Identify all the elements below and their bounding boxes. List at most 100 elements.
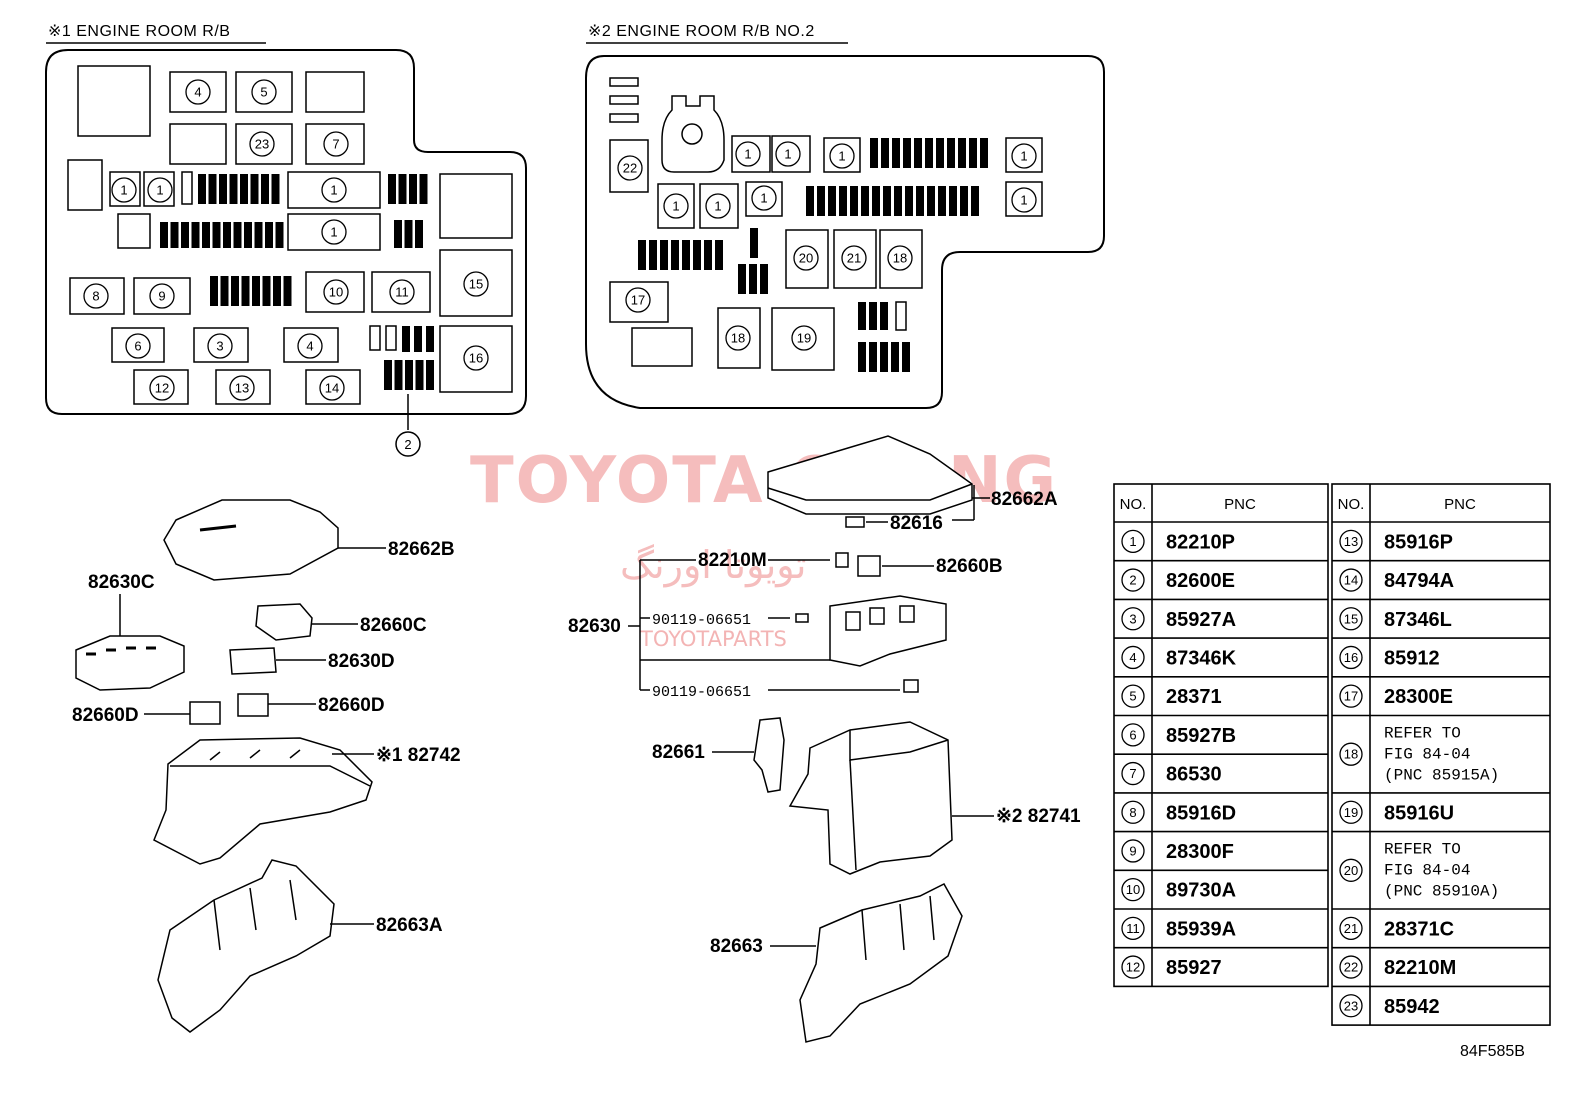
svg-text:1: 1: [330, 183, 337, 198]
relay-slot: [133, 277, 191, 315]
svg-text:23: 23: [255, 137, 269, 152]
callout-4: 4: [297, 333, 323, 359]
row-pnc: 85927A: [1166, 609, 1236, 631]
fuse-blade: [869, 342, 877, 372]
row-pnc: 28371: [1166, 686, 1222, 708]
relay-slot: [745, 181, 783, 217]
fuse-blade: [638, 240, 646, 270]
relay-slot: [657, 183, 695, 229]
fuse-blade: [958, 138, 966, 168]
label-82663A: 82663A: [376, 915, 443, 936]
callout-18: 18: [725, 325, 751, 351]
callout-1: 1: [111, 177, 137, 203]
fuse-blade: [191, 222, 200, 248]
row-pnc: 85916P: [1384, 531, 1453, 553]
fuse-blade: [261, 174, 269, 204]
fuse-blade: [384, 360, 392, 390]
fuse-blade: [969, 138, 977, 168]
table-row: 13 85916P: [1339, 529, 1453, 553]
fuse-blade: [252, 276, 260, 306]
fuse-blade: [936, 138, 944, 168]
svg-text:7: 7: [332, 137, 339, 152]
row-pnc: 82600E: [1166, 570, 1235, 592]
fuse-blade: [394, 360, 403, 390]
part-82741-housing: [788, 721, 953, 875]
fuse-blade: [244, 222, 252, 248]
relay-slot: [631, 327, 693, 367]
relay-slot: [609, 95, 639, 105]
fuse-blade: [275, 222, 284, 248]
row-no: 1: [1129, 534, 1136, 549]
relay-slot: [699, 183, 739, 229]
callout-1: 1: [1011, 187, 1037, 213]
fuse-blade: [231, 276, 239, 306]
callout-2-circle: [395, 431, 421, 457]
row-no: 6: [1129, 727, 1136, 742]
label-82742: ※1 82742: [376, 745, 461, 766]
cover-82662B: [163, 499, 339, 581]
part-82660D-left: [189, 701, 221, 725]
part-82660D-right: [237, 693, 269, 717]
svg-text:1: 1: [744, 147, 751, 162]
row-pnc: 85916U: [1384, 802, 1454, 824]
relay-slot: [287, 213, 381, 251]
row-no: 21: [1344, 921, 1358, 936]
fuse-blade: [388, 174, 396, 204]
relay-slot: [609, 281, 669, 323]
label-82661: 82661: [652, 742, 705, 763]
fuse-blade: [869, 302, 877, 330]
fuse-blade: [402, 326, 410, 352]
callout-2-label: 2: [404, 437, 411, 452]
row-pnc: 87346K: [1166, 647, 1237, 669]
callout-1: 1: [829, 143, 855, 169]
row-no: 11: [1126, 921, 1140, 936]
row-no: 18: [1344, 747, 1358, 762]
svg-text:17: 17: [631, 293, 645, 308]
engine-room-rb-layout: [45, 49, 527, 415]
row-pnc: 84794A: [1384, 570, 1454, 592]
svg-text:1: 1: [1020, 149, 1027, 164]
callout-1: 1: [321, 219, 347, 245]
relay-slot: [609, 139, 649, 193]
svg-text:18: 18: [731, 331, 745, 346]
relay-slot: [169, 123, 227, 165]
fuse-blade: [927, 186, 935, 216]
fuse-blade: [414, 326, 422, 352]
callout-8: 8: [83, 283, 109, 309]
fuse-blade: [704, 240, 712, 270]
fuse-blade: [265, 222, 273, 248]
relay-slot: [785, 229, 829, 289]
fuse-blade: [916, 186, 924, 216]
fuse-blade: [262, 276, 271, 306]
fuse-blade: [233, 222, 242, 248]
relay-slot: [111, 327, 165, 363]
callout-5: 5: [251, 79, 277, 105]
relay-slot: [305, 369, 361, 405]
table-header-no: NO.: [1120, 496, 1147, 513]
fuse-blade: [760, 264, 768, 294]
row-pnc: 28300E: [1384, 686, 1453, 708]
callout-1: 1: [321, 177, 347, 203]
row-no: 5: [1129, 689, 1136, 704]
svg-text:11: 11: [395, 285, 409, 300]
fuse-blade: [419, 174, 428, 204]
relay-slot: [1005, 137, 1043, 173]
relay-slot: [371, 271, 431, 313]
row-no: 13: [1344, 534, 1358, 549]
fuse-blade: [202, 222, 210, 248]
table-header-pnc-right: PNC: [1444, 496, 1476, 513]
fuse-blade: [240, 174, 248, 204]
fuse-blade: [198, 174, 206, 204]
relay-slot: [283, 327, 339, 363]
relay-slot: [439, 173, 513, 239]
row-refer-line: REFER TO: [1384, 841, 1461, 859]
rb2-title: ※2 ENGINE ROOM R/B NO.2: [588, 23, 815, 40]
fuse-blade: [394, 220, 402, 248]
cover-82662A: [767, 435, 973, 515]
fuse-blade: [892, 138, 900, 168]
part-82663-lower: [799, 883, 963, 1043]
